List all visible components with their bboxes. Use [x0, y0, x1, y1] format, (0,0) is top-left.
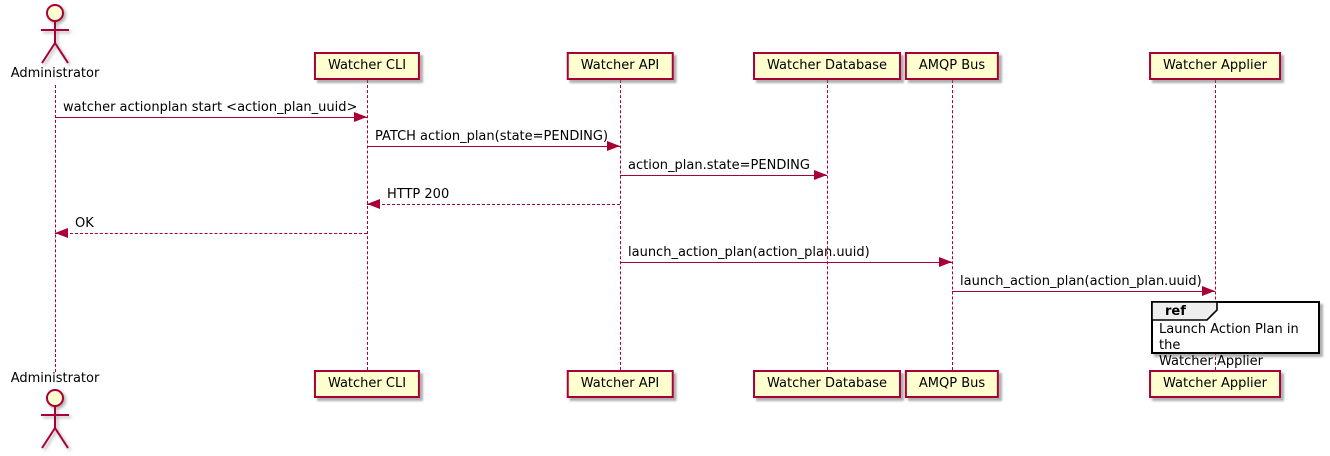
lifeline-watcher-applier: [1215, 80, 1216, 370]
arrowhead-icon: [55, 228, 68, 238]
ref-tab-icon: [1151, 301, 1218, 321]
message-label: launch_action_plan(action_plan.uuid): [960, 274, 1202, 289]
message-line: [620, 262, 952, 263]
participant-amqp-bus-top: AMQP Bus: [904, 52, 1000, 80]
message-label: HTTP 200: [387, 187, 450, 202]
participant-watcher-api-top: Watcher API: [566, 52, 674, 80]
participant-watcher-api-bottom: Watcher API: [566, 370, 674, 398]
message-label: action_plan.state=PENDING: [628, 158, 810, 173]
message-label: OK: [75, 216, 94, 231]
arrowhead-icon: [939, 257, 952, 267]
participant-watcher-cli-bottom: Watcher CLI: [313, 370, 421, 398]
ref-fragment: ref Launch Action Plan in the Watcher Ap…: [1151, 301, 1320, 369]
participant-watcher-cli-top: Watcher CLI: [313, 52, 421, 80]
message-line: [620, 175, 827, 176]
lifeline-amqp-bus: [952, 80, 953, 370]
actor-label-administrator-top: Administrator: [10, 66, 100, 81]
participant-watcher-applier-bottom: Watcher Applier: [1149, 370, 1281, 398]
arrowhead-icon: [354, 112, 367, 122]
arrowhead-icon: [607, 141, 620, 151]
lifeline-watcher-database: [827, 80, 828, 370]
message-label: PATCH action_plan(state=PENDING): [375, 129, 609, 144]
actor-icon: [41, 4, 69, 64]
message-label: launch_action_plan(action_plan.uuid): [628, 245, 870, 260]
message-line: [367, 204, 620, 205]
participant-watcher-database-top: Watcher Database: [753, 52, 901, 80]
actor-icon: [41, 389, 69, 449]
message-line: [952, 291, 1215, 292]
ref-text: Launch Action Plan in the Watcher Applie…: [1159, 322, 1299, 369]
participant-amqp-bus-bottom: AMQP Bus: [904, 370, 1000, 398]
arrowhead-icon: [1202, 286, 1215, 296]
message-line: [55, 117, 367, 118]
participant-watcher-applier-top: Watcher Applier: [1149, 52, 1281, 80]
message-line: [55, 233, 367, 234]
lifeline-watcher-cli: [367, 80, 368, 370]
ref-keyword: ref: [1165, 304, 1186, 319]
participant-watcher-database-bottom: Watcher Database: [753, 370, 901, 398]
actor-label-administrator-bottom: Administrator: [10, 371, 100, 386]
message-line: [367, 146, 620, 147]
message-label: watcher actionplan start <action_plan_uu…: [63, 100, 358, 115]
lifeline-watcher-api: [620, 80, 621, 370]
arrowhead-icon: [814, 170, 827, 180]
arrowhead-icon: [367, 199, 380, 209]
